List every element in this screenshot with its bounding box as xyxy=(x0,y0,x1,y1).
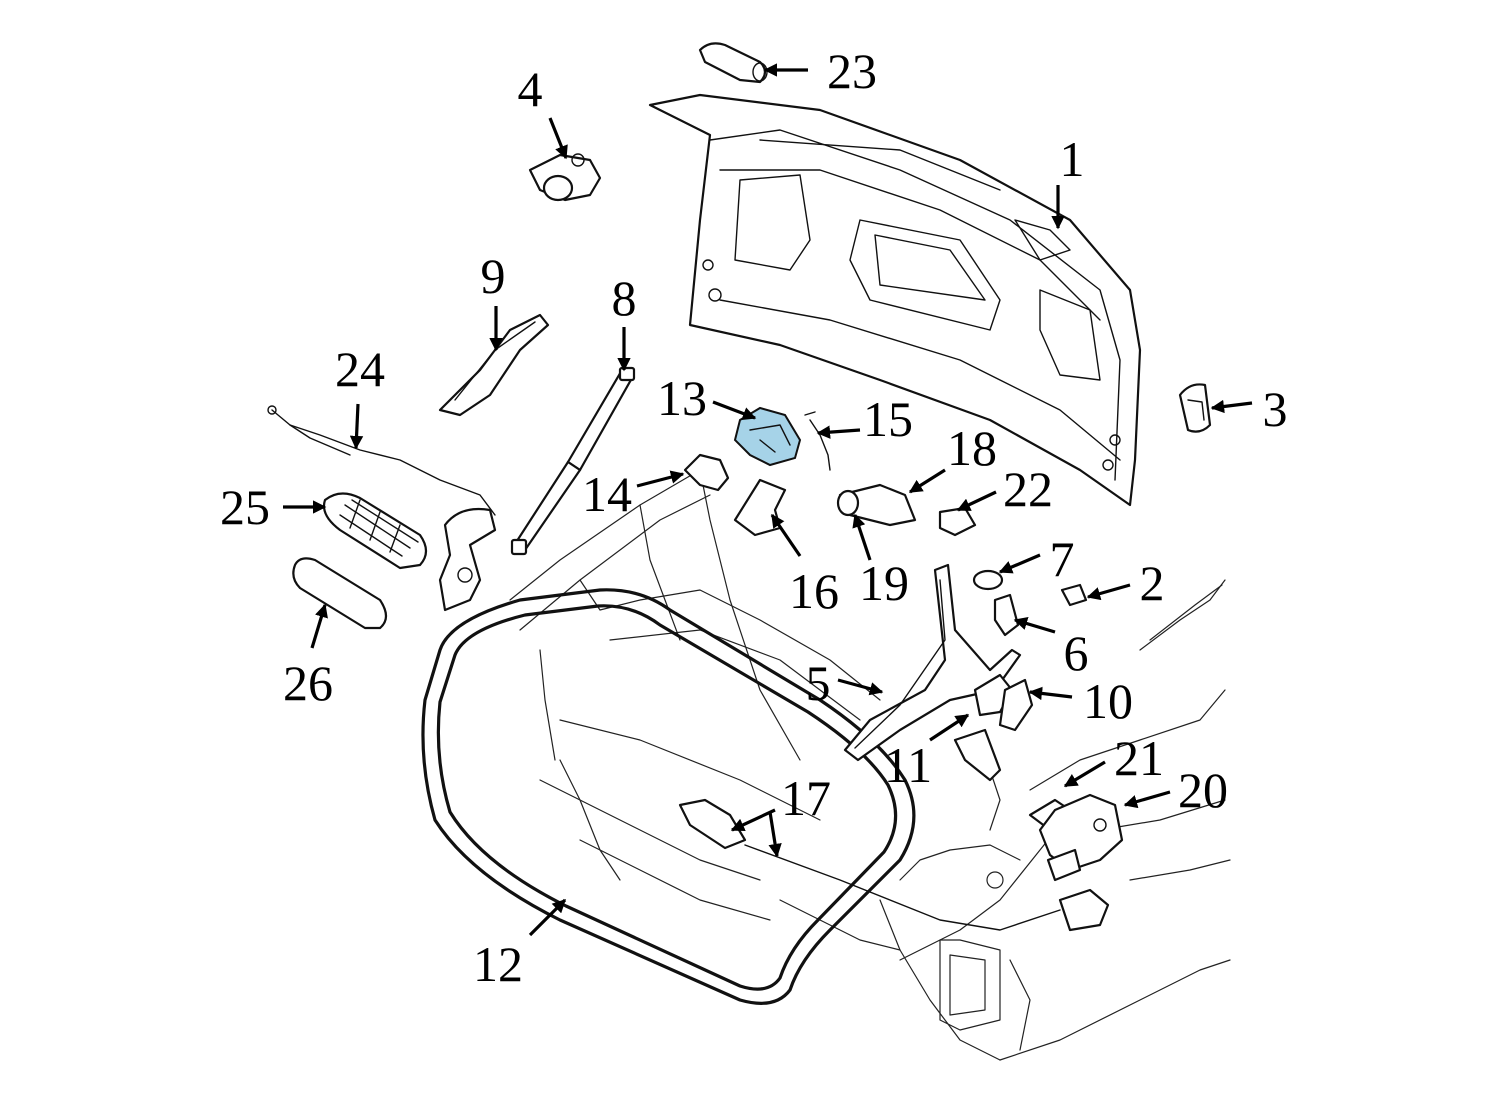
callout-20: 20 xyxy=(1178,762,1228,818)
part-15-rod xyxy=(804,411,831,471)
callout-24: 24 xyxy=(335,341,385,397)
callout-10: 10 xyxy=(1083,673,1133,729)
part-16-bracket xyxy=(733,478,787,537)
callout-2: 2 xyxy=(1140,555,1165,611)
part-6-bumper xyxy=(993,593,1020,637)
part-25-grille xyxy=(322,492,428,570)
callout-16: 16 xyxy=(789,563,839,619)
part-2-bumper-stop xyxy=(1060,583,1088,607)
callout-25: 25 xyxy=(220,479,270,535)
part-3-bumper xyxy=(1178,383,1212,433)
callout-13: 13 xyxy=(657,370,707,426)
leader-arrows xyxy=(283,63,1253,937)
part-24-release-cable xyxy=(267,405,496,516)
callout-19: 19 xyxy=(859,555,909,611)
callout-6: 6 xyxy=(1064,625,1089,681)
part-14-clip xyxy=(683,453,730,492)
callout-7: 7 xyxy=(1050,531,1075,587)
part-hinge-bracket-left xyxy=(438,507,497,612)
callout-11: 11 xyxy=(884,737,932,793)
part-22-retainer xyxy=(938,506,977,537)
callout-5: 5 xyxy=(806,655,831,711)
callout-14: 14 xyxy=(582,466,632,522)
callout-9: 9 xyxy=(481,248,506,304)
vehicle-body xyxy=(509,459,1231,1061)
part-5-hinge xyxy=(843,563,1022,762)
part-harness-connector xyxy=(744,844,1110,932)
part-20-latch-assembly xyxy=(1038,793,1124,882)
part-19-lock-cylinder xyxy=(836,483,917,527)
callout-15: 15 xyxy=(863,391,913,447)
part-9-hinge-cover xyxy=(438,313,550,417)
callout-1: 1 xyxy=(1060,131,1085,187)
callout-21: 21 xyxy=(1114,730,1164,786)
callout-8: 8 xyxy=(612,270,637,326)
callout-4: 4 xyxy=(518,61,543,117)
callout-labels: 1 2 3 4 5 6 7 8 9 10 11 12 13 14 15 16 1… xyxy=(220,43,1288,992)
part-13-latch-bracket xyxy=(733,406,802,467)
callout-18: 18 xyxy=(947,420,997,476)
highlighted-part-13 xyxy=(733,406,802,467)
part-26-pad xyxy=(292,557,388,630)
part-7-cap xyxy=(972,569,1004,591)
part-10-latch xyxy=(998,678,1034,732)
callout-3: 3 xyxy=(1263,381,1288,437)
callout-22: 22 xyxy=(1003,461,1053,517)
part-23-spoiler-lamp xyxy=(698,42,768,84)
callout-26: 26 xyxy=(283,655,333,711)
callout-12: 12 xyxy=(473,936,523,992)
part-12-weatherstrip xyxy=(421,588,916,1005)
part-4-lamp-housing xyxy=(528,153,602,202)
part-1-trunk-lid xyxy=(648,93,1142,507)
part-17-release-switch xyxy=(678,798,747,850)
callout-23: 23 xyxy=(827,43,877,99)
callout-17: 17 xyxy=(781,770,831,826)
part-8-support-strut xyxy=(510,366,636,556)
